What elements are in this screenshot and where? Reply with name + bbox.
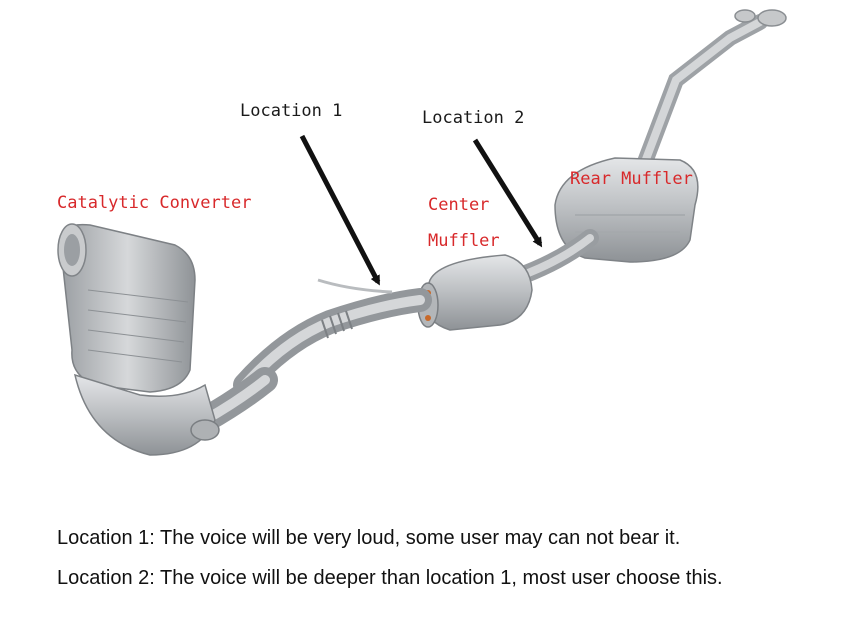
center-muffler-label-line1: Center	[428, 195, 490, 215]
catalytic-converter-label: Catalytic Converter	[57, 193, 252, 213]
center-muffler-label-line2: Muffler	[428, 231, 500, 251]
location1-label: Location 1	[240, 101, 343, 121]
front-pipe	[192, 278, 432, 433]
center-muffler-shape	[417, 254, 533, 331]
location2-label: Location 2	[422, 108, 525, 128]
catalytic-converter-shape	[57, 223, 220, 456]
location2-arrow	[472, 138, 543, 248]
location1-arrow	[299, 134, 381, 286]
rear-muffler-label: Rear Muffler	[570, 169, 693, 189]
tailpipe	[632, 9, 787, 183]
location2-note: Location 2: The voice will be deeper tha…	[57, 567, 723, 589]
location1-note: Location 1: The voice will be very loud,…	[57, 527, 681, 549]
